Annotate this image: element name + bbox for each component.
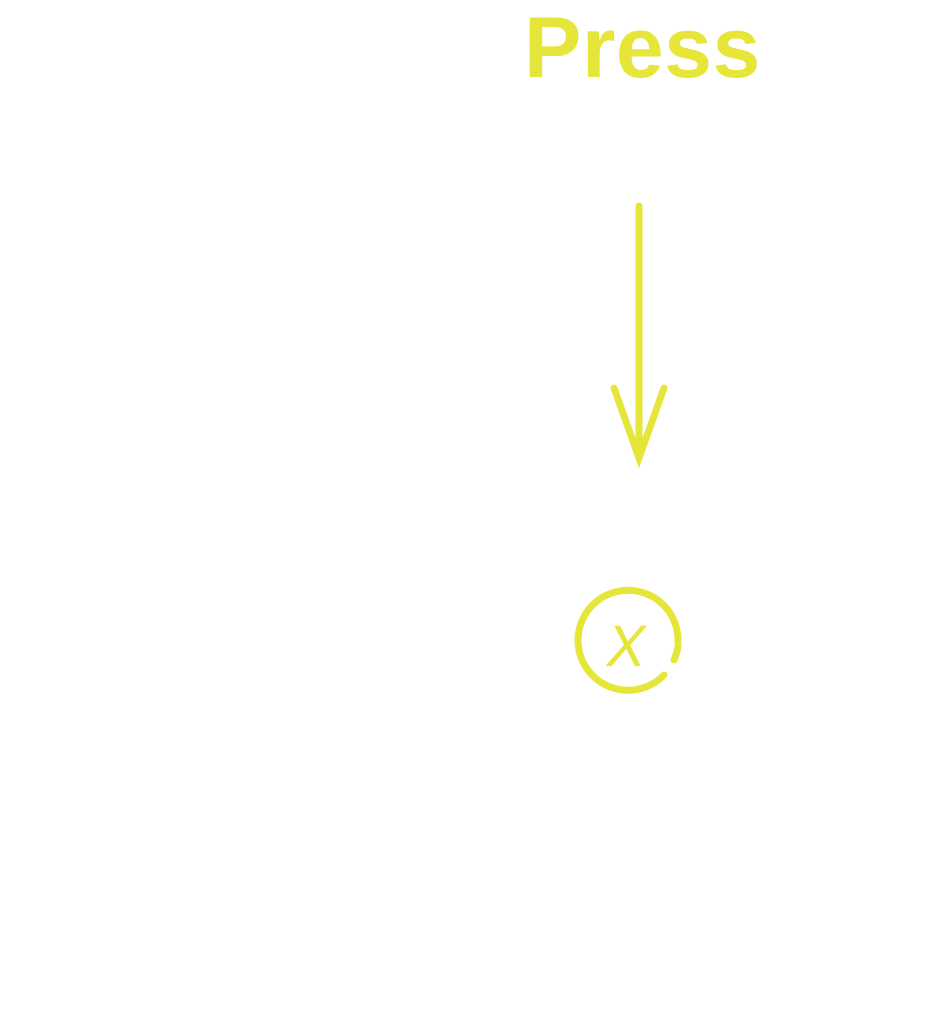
arrow-down-icon bbox=[610, 202, 668, 469]
arrow-head bbox=[610, 384, 668, 469]
press-instruction: Press bbox=[524, 0, 761, 96]
x-button-ring-tip bbox=[670, 642, 682, 664]
x-button-glyph: X bbox=[605, 614, 648, 679]
x-button-ring bbox=[574, 586, 682, 694]
x-button-icon[interactable]: X bbox=[566, 582, 696, 712]
